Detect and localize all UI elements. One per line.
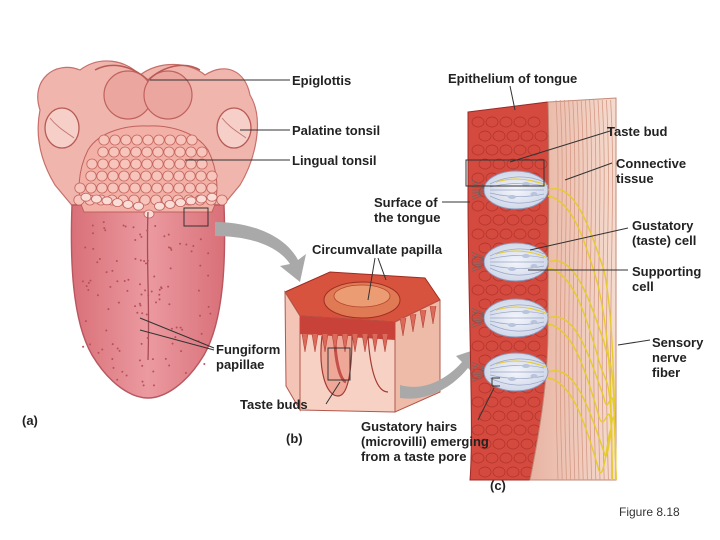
circumvallate-block <box>284 271 441 413</box>
label-epiglottis: Epiglottis <box>292 73 352 88</box>
magnify-box-c <box>465 159 545 187</box>
panel-label-b: (b) <box>286 431 303 446</box>
sensory-nerve-fibers <box>547 188 617 481</box>
leader-lines-c <box>442 85 651 421</box>
leader-lines-a <box>139 79 290 351</box>
tongue-group <box>37 60 258 399</box>
circumvallate-papillae-row <box>80 192 218 219</box>
fungiform-papillae-dots <box>81 221 212 387</box>
label-surface-of-tongue: Surface of the tongue <box>374 195 441 225</box>
label-sensory-nerve-fiber: Sensory nerve fiber <box>652 335 704 380</box>
label-lingual-tonsil: Lingual tonsil <box>292 153 377 168</box>
panel-label-a: (a) <box>22 413 38 428</box>
panel-label-c: (c) <box>490 478 506 493</box>
label-connective-tissue: Connective tissue <box>616 156 687 186</box>
palatine-tonsil-right <box>216 107 252 149</box>
label-epithelium-of-tongue: Epithelium of tongue <box>448 71 578 86</box>
label-palatine-tonsil: Palatine tonsil <box>292 123 381 138</box>
connective-fibers <box>555 99 613 481</box>
taste-bud-section <box>465 97 617 481</box>
magnify-box-b <box>327 347 351 381</box>
palatine-tonsil-left <box>44 107 80 149</box>
leader-lines-b <box>325 257 387 405</box>
label-gustatory-hairs: Gustatory hairs (microvilli) emerging fr… <box>361 419 489 464</box>
taste-buds <box>471 170 549 392</box>
label-taste-bud: Taste bud <box>607 124 668 139</box>
label-circumvallate-papilla: Circumvallate papilla <box>312 242 443 257</box>
arrow-a-to-b <box>215 222 306 282</box>
label-taste-buds: Taste buds <box>240 397 308 412</box>
label-gustatory-cell: Gustatory (taste) cell <box>632 218 697 248</box>
epithelial-ridges <box>301 305 437 353</box>
label-fungiform-papillae: Fungiform papillae <box>216 342 281 372</box>
magnify-box-a <box>183 207 209 227</box>
label-supporting-cell: Supporting cell <box>632 264 702 294</box>
figure-caption: Figure 8.18 <box>619 505 680 519</box>
